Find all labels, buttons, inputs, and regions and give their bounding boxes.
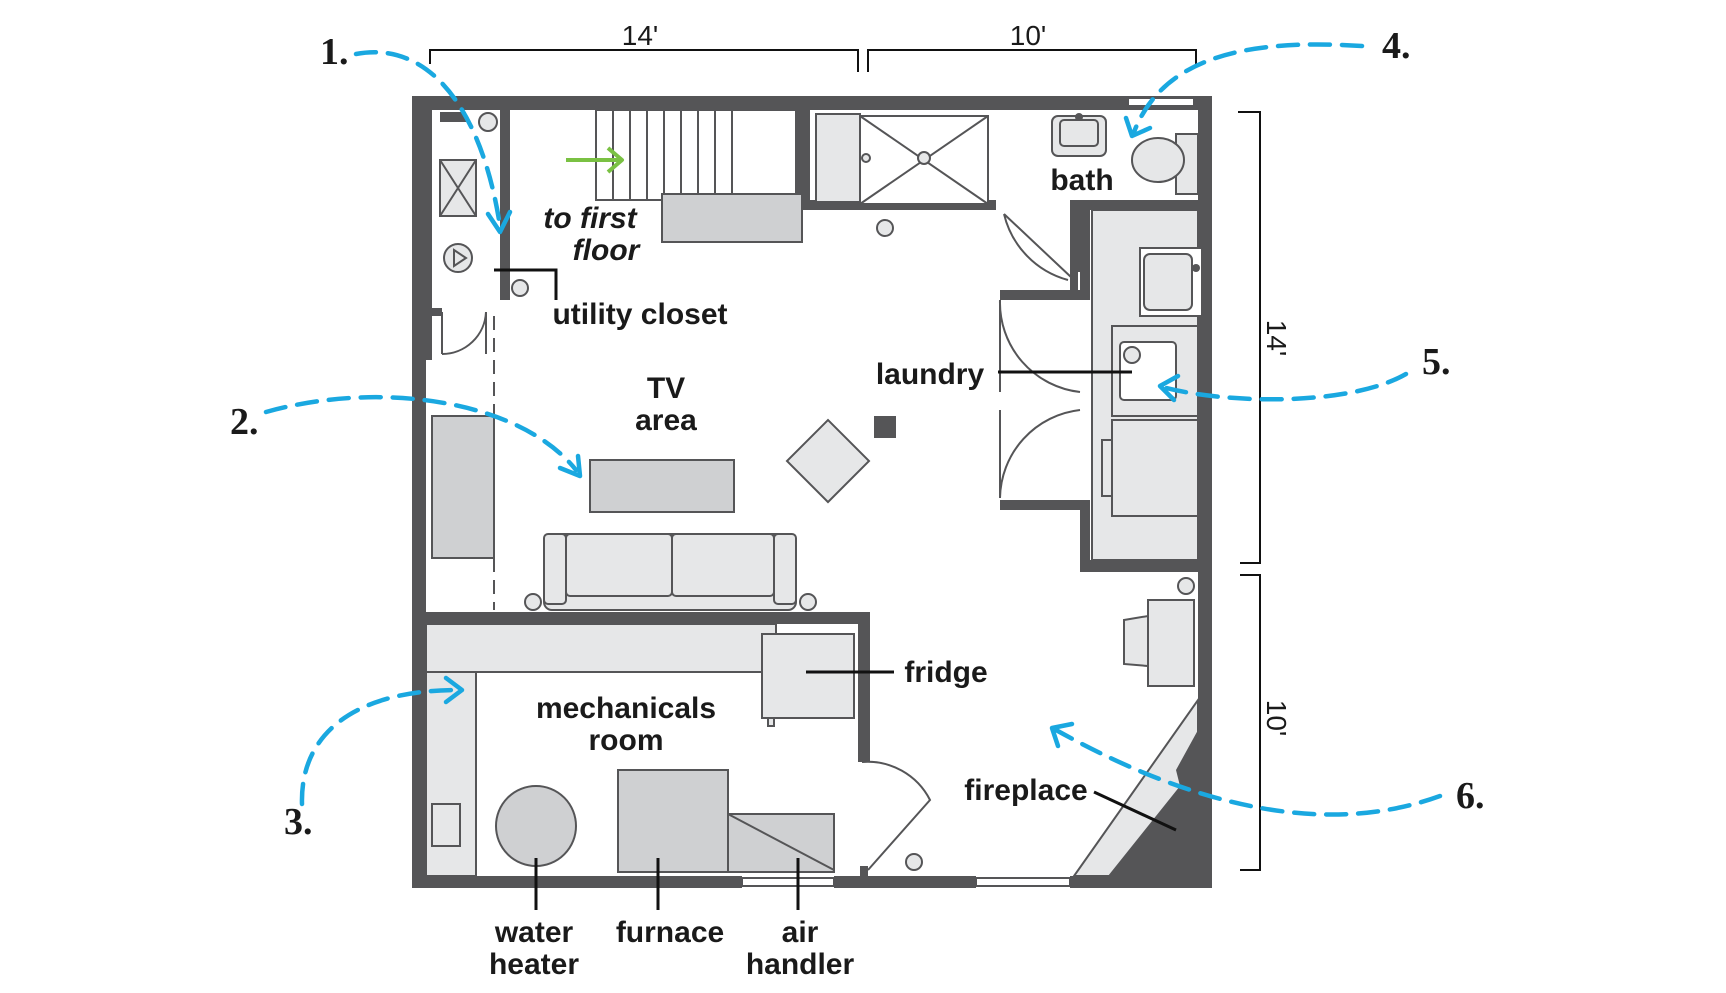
mechanicals-room <box>425 623 932 878</box>
label-bath: bath <box>1050 164 1113 197</box>
label-air-handler-line2: handler <box>746 948 855 981</box>
callout-arrows <box>263 42 1443 817</box>
label-tv-area-line1: TV <box>647 372 685 405</box>
callout-1: 1. <box>320 31 349 73</box>
label-fridge: fridge <box>904 656 987 689</box>
label-to-first-floor-line2: floor <box>573 234 642 267</box>
callout-6: 6. <box>1456 775 1485 817</box>
label-furnace: furnace <box>616 916 724 949</box>
utility-closet <box>439 112 529 610</box>
callout-4: 4. <box>1382 25 1411 67</box>
label-tv-area-line2: area <box>635 404 697 437</box>
dimension-top-right: 10' <box>1010 20 1047 51</box>
callout-3: 3. <box>284 801 313 843</box>
dimension-right-upper: 14' <box>1261 320 1292 357</box>
fireplace <box>1072 696 1199 877</box>
label-air-handler-line1: air <box>782 916 819 949</box>
bath <box>815 113 1199 281</box>
dimension-right-lower: 10' <box>1261 700 1292 737</box>
label-laundry: laundry <box>876 358 985 391</box>
stairs[interactable] <box>566 109 803 243</box>
label-water-heater-line1: water <box>494 916 574 949</box>
laundry-area <box>998 209 1203 561</box>
tv-area <box>431 415 896 611</box>
label-mechanicals-room-line1: mechanicals <box>536 692 716 725</box>
callout-2: 2. <box>230 401 259 443</box>
callout-5: 5. <box>1422 341 1451 383</box>
label-to-first-floor-line1: to first <box>543 202 638 235</box>
dimension-top-left: 14' <box>622 20 659 51</box>
leader-lines <box>494 268 1177 910</box>
dimension-lines <box>429 49 1261 871</box>
label-utility-closet: utility closet <box>552 298 727 331</box>
label-mechanicals-room-line2: room <box>589 724 664 757</box>
office-corner <box>1123 577 1195 687</box>
label-water-heater-line2: heater <box>489 948 579 981</box>
label-fireplace: fireplace <box>964 774 1087 807</box>
